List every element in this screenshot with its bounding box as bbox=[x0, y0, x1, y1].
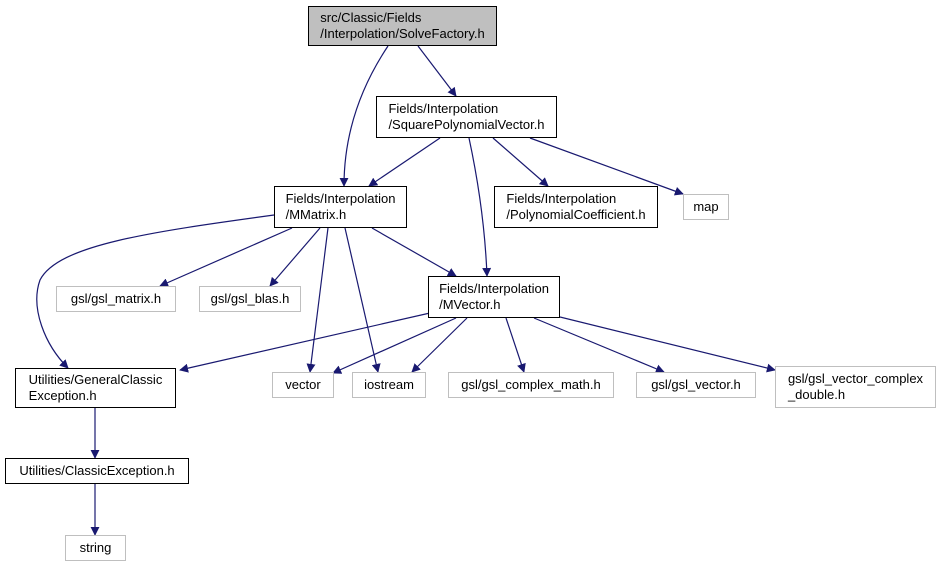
node-gsl-vector: gsl/gsl_vector.h bbox=[636, 372, 756, 398]
node-label: Utilities/ClassicException.h bbox=[19, 463, 175, 478]
node-gsl-vector-complex-double: gsl/gsl_vector_complex _double.h bbox=[775, 366, 936, 408]
edge-mmatrix-genexc bbox=[36, 214, 275, 369]
node-label: Fields/Interpolation /SquarePolynomialVe… bbox=[388, 101, 545, 132]
node-label: gsl/gsl_vector.h bbox=[651, 377, 741, 392]
node-mvector[interactable]: Fields/Interpolation /MVector.h bbox=[428, 276, 560, 318]
node-label: map bbox=[693, 199, 719, 214]
edge-mmatrix-gslmatrix bbox=[159, 227, 293, 287]
node-label: Fields/Interpolation /MVector.h bbox=[439, 281, 549, 312]
edge-mmatrix-gslblas bbox=[269, 227, 321, 287]
node-gsl-matrix: gsl/gsl_matrix.h bbox=[56, 286, 176, 312]
node-mmatrix[interactable]: Fields/Interpolation /MMatrix.h bbox=[274, 186, 407, 228]
node-label: iostream bbox=[364, 377, 414, 392]
edge-mmatrix-vector bbox=[306, 227, 329, 373]
edge-solvefactory-squarepoly bbox=[417, 45, 457, 97]
edge-mvector-iostream bbox=[411, 317, 468, 373]
edge-mvector-gslvectorcomplex bbox=[559, 316, 776, 373]
node-generalclassicexception[interactable]: Utilities/GeneralClassic Exception.h bbox=[15, 368, 176, 408]
node-label: Utilities/GeneralClassic Exception.h bbox=[28, 372, 163, 403]
edge-mvector-gslcomplexmath bbox=[505, 317, 526, 373]
edge-mvector-genexc bbox=[179, 312, 431, 373]
node-string: string bbox=[65, 535, 126, 561]
edge-squarepoly-polycoef bbox=[492, 137, 549, 187]
node-label: gsl/gsl_blas.h bbox=[210, 291, 290, 306]
edge-squarepoly-mmatrix bbox=[368, 137, 441, 187]
node-solvefactory: src/Classic/Fields /Interpolation/SolveF… bbox=[308, 6, 497, 46]
node-map: map bbox=[683, 194, 729, 220]
node-label: vector bbox=[285, 377, 321, 392]
edge-mmatrix-iostream bbox=[344, 227, 381, 373]
node-label: gsl/gsl_complex_math.h bbox=[461, 377, 601, 392]
node-label: Fields/Interpolation /PolynomialCoeffici… bbox=[506, 191, 646, 222]
edge-squarepoly-map bbox=[529, 137, 684, 196]
edge-mmatrix-mvector bbox=[371, 227, 457, 277]
node-polynomialcoefficient[interactable]: Fields/Interpolation /PolynomialCoeffici… bbox=[494, 186, 658, 228]
node-label: src/Classic/Fields /Interpolation/SolveF… bbox=[320, 10, 485, 41]
node-gsl-complex-math: gsl/gsl_complex_math.h bbox=[448, 372, 614, 398]
edge-solvefactory-mmatrix bbox=[339, 45, 389, 187]
node-gsl-blas: gsl/gsl_blas.h bbox=[199, 286, 301, 312]
node-vector: vector bbox=[272, 372, 334, 398]
edge-mvector-vector bbox=[332, 317, 457, 374]
edge-mvector-gslvector bbox=[533, 317, 665, 374]
node-iostream: iostream bbox=[352, 372, 426, 398]
node-label: gsl/gsl_matrix.h bbox=[70, 291, 162, 306]
node-classicexception[interactable]: Utilities/ClassicException.h bbox=[5, 458, 189, 484]
node-label: Fields/Interpolation /MMatrix.h bbox=[285, 191, 396, 222]
node-squarepolynomialvector[interactable]: Fields/Interpolation /SquarePolynomialVe… bbox=[376, 96, 557, 138]
node-label: gsl/gsl_vector_complex _double.h bbox=[787, 371, 924, 402]
edge-squarepoly-mvector bbox=[468, 137, 492, 277]
node-label: string bbox=[79, 540, 112, 555]
